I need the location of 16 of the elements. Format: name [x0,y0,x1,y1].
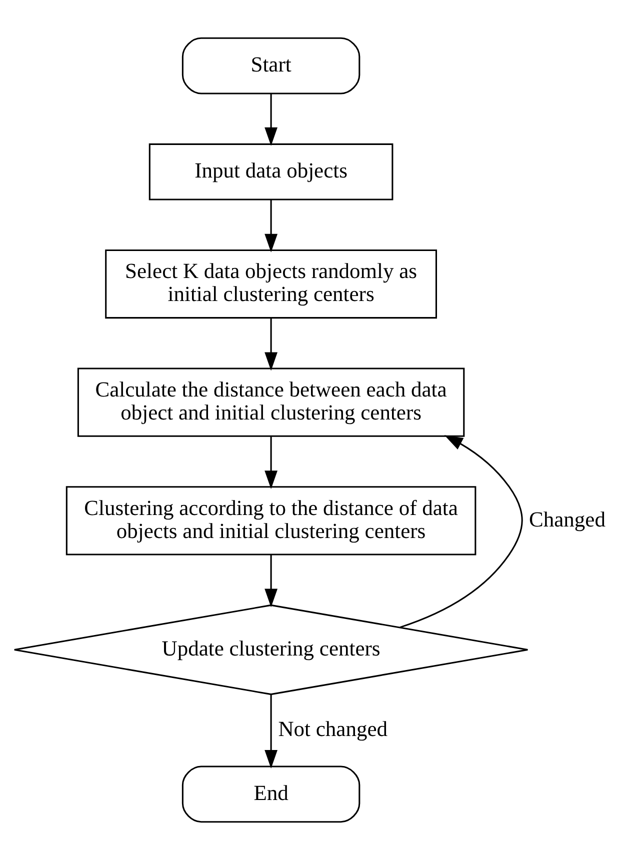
node-box: Input data objects [148,143,394,200]
arrow [264,436,278,490]
node-box: Calculate the distance between each data object and initial clustering centers [77,368,465,437]
arrow [264,554,278,608]
node-box: Start [182,37,360,94]
edge-label: Changed [529,507,606,532]
arrow [264,694,278,768]
node-diamond: Update clustering centers [14,604,528,696]
arrow [264,94,278,146]
arrow [264,318,278,371]
edge-label: Not changed [278,717,388,742]
arrow [400,435,523,628]
node-box: Clustering according to the distance of data objects and initial clustering centers [66,486,476,556]
node-box: Select K data objects randomly as initial clustering centers [105,249,437,319]
node-box: End [182,766,360,823]
arrow [264,200,278,252]
